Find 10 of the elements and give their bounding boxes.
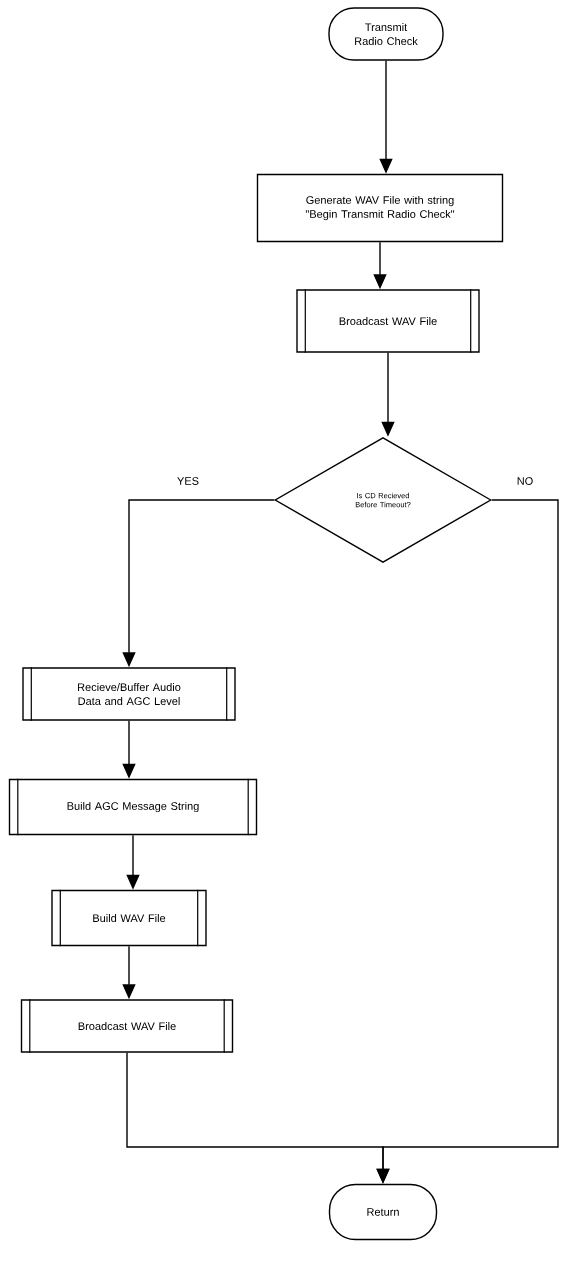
terminal-box: Return (328, 1183, 438, 1241)
edge-label: NO (515, 476, 535, 486)
terminal-box: Transmit Radio Check (328, 7, 444, 61)
subprocess-box: Broadcast WAV File (20, 998, 234, 1054)
subprocess-box: Build AGC Message String (8, 778, 258, 836)
process-box: Generate WAV File with string "Begin Transmit Radio Check" (256, 173, 504, 243)
subprocess-box: Recieve/Buffer Audio Data and AGC Level (22, 666, 236, 722)
subprocess-box: Broadcast WAV File (296, 288, 480, 354)
edge-label: YES (176, 476, 200, 486)
subprocess-box: Build WAV File (51, 889, 207, 947)
